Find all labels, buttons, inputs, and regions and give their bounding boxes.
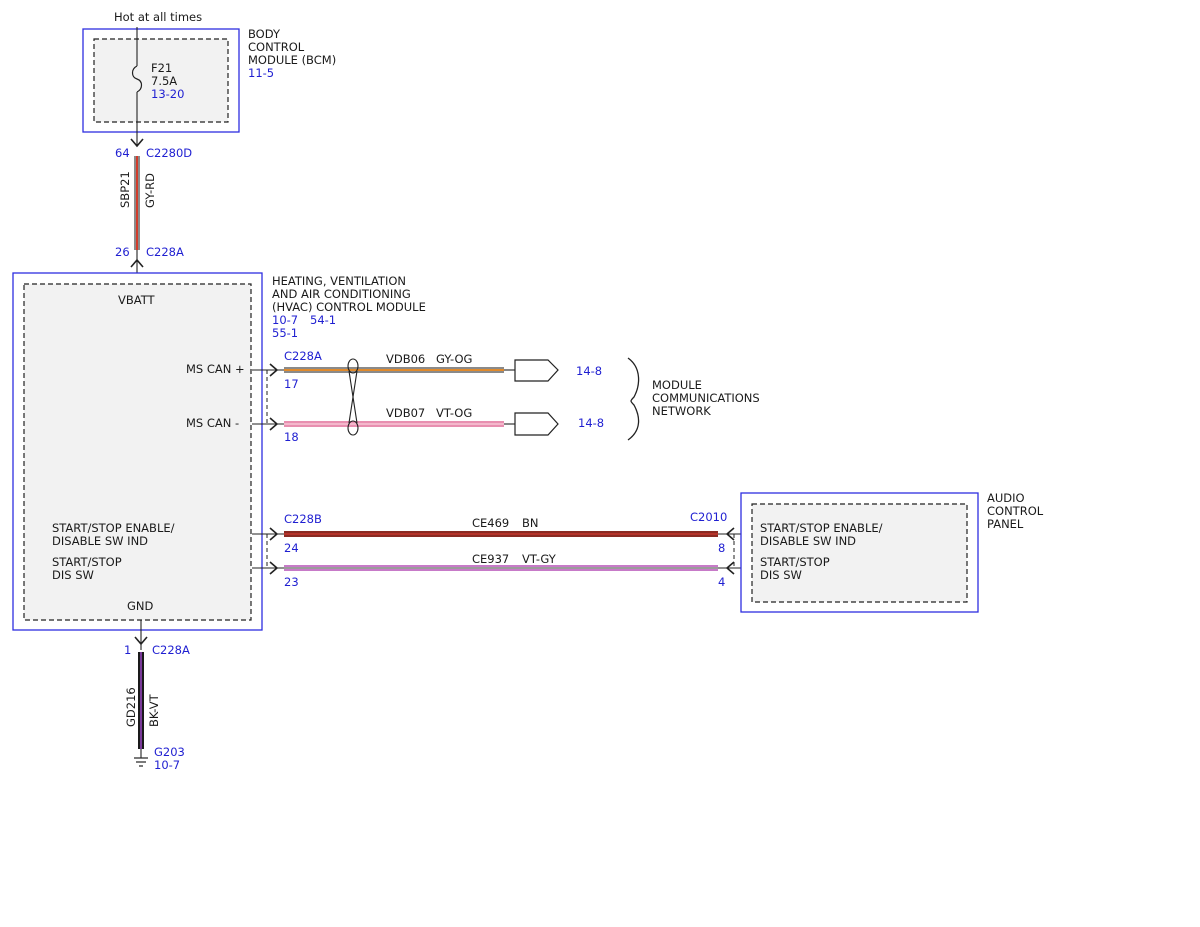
audio-name-line-1: AUDIO — [987, 491, 1025, 505]
wire-vdb06-stripe — [284, 369, 504, 371]
wire-sbp21-color: GY-RD — [143, 173, 157, 208]
bcm-pin: 64 — [115, 146, 130, 160]
audio-ss-enable-line-2: DISABLE SW IND — [760, 534, 856, 548]
wire-gd216-stripe — [140, 652, 142, 749]
hvac-ref-1[interactable]: 10-7 — [272, 313, 298, 327]
wire-vdb07-color: VT-OG — [436, 406, 472, 420]
hvac-ss-enable-line-2: DISABLE SW IND — [52, 534, 148, 548]
network-brace-icon — [627, 357, 640, 441]
hvac-ss-dis-line-2: DIS SW — [52, 568, 94, 582]
hvac-internal-box — [23, 283, 252, 621]
fuse-rating: 7.5A — [151, 74, 177, 88]
wire-vdb07-stripe — [284, 423, 504, 425]
audio-connector[interactable]: C2010 — [690, 510, 727, 524]
audio-name-line-2: CONTROL — [987, 504, 1044, 518]
can-minus-pin: 18 — [284, 430, 299, 444]
ground-ref[interactable]: 10-7 — [154, 758, 180, 772]
wire-vdb06-color: GY-OG — [436, 352, 472, 366]
hvac-ss-connector[interactable]: C228B — [284, 512, 322, 526]
audio-dis-arrow-icon — [725, 561, 735, 575]
network-name-line-2: COMMUNICATIONS — [652, 391, 760, 405]
wire-gd216-circuit: GD216 — [124, 687, 138, 727]
hvac-can-connector[interactable]: C228A — [284, 349, 322, 363]
network-name-line-1: MODULE — [652, 378, 702, 392]
connector-vdb06-flag-icon[interactable] — [514, 359, 559, 382]
wire-ce937-circuit: CE937 — [472, 552, 509, 566]
ss-enable-arrow-icon — [269, 527, 279, 541]
hvac-gnd-label: GND — [127, 599, 154, 613]
wire-vdb07-ref[interactable]: 14-8 — [578, 416, 604, 430]
wire-sbp21-stripe — [136, 156, 138, 250]
hvac-ref-3[interactable]: 55-1 — [272, 326, 298, 340]
audio-enable-pin: 8 — [718, 541, 725, 555]
hvac-ss-dis-line-1: START/STOP — [52, 555, 122, 569]
fuse-f21-icon[interactable] — [131, 65, 143, 93]
audio-name-line-3: PANEL — [987, 517, 1024, 531]
twisted-pair-bottom-icon — [347, 420, 359, 436]
audio-ss-enable-line-1: START/STOP ENABLE/ — [760, 521, 883, 535]
bcm-internal-box — [93, 38, 229, 123]
ss-dis-pin: 23 — [284, 575, 299, 589]
fuse-name: F21 — [151, 61, 172, 75]
audio-dis-pin: 4 — [718, 575, 725, 589]
bcm-connector[interactable]: C2280D — [146, 146, 192, 160]
wire-ce469-stripe — [284, 533, 718, 535]
hvac-ref-2[interactable]: 54-1 — [310, 313, 336, 327]
twisted-pair-top-icon — [347, 358, 359, 374]
connector-c228a-vbatt-arrow-icon — [130, 258, 144, 268]
bcm-name-line-3: MODULE (BCM) — [248, 53, 336, 67]
hvac-name-line-3: (HVAC) CONTROL MODULE — [272, 300, 426, 314]
audio-internal-box — [751, 503, 968, 603]
hvac-gnd-pin: 1 — [124, 643, 131, 657]
bcm-name-line-1: BODY — [248, 27, 281, 41]
twisted-pair-line-b — [348, 370, 358, 424]
bcm-name-line-2: CONTROL — [248, 40, 305, 54]
hvac-ms-can-minus-label: MS CAN - — [186, 416, 239, 430]
wire-ce937-stripe — [284, 567, 718, 569]
can-minus-arrow-icon — [269, 417, 279, 431]
ss-enable-pin: 24 — [284, 541, 299, 555]
hvac-vbatt-label: VBATT — [118, 293, 156, 307]
network-name-line-3: NETWORK — [652, 404, 711, 418]
hvac-name-line-1: HEATING, VENTILATION — [272, 274, 406, 288]
hvac-ss-enable-line-1: START/STOP ENABLE/ — [52, 521, 175, 535]
can-plus-arrow-icon — [269, 363, 279, 377]
wire-ce937-color: VT-GY — [522, 552, 557, 566]
power-label: Hot at all times — [114, 10, 202, 24]
audio-ss-dis-line-2: DIS SW — [760, 568, 802, 582]
bcm-ref[interactable]: 11-5 — [248, 66, 274, 80]
connector-vdb07-flag-icon[interactable] — [514, 412, 559, 436]
ss-dis-arrow-icon — [269, 561, 279, 575]
wire-vdb06-ref[interactable]: 14-8 — [576, 364, 602, 378]
connector-c2280d-arrow-icon — [130, 138, 144, 148]
hvac-vbatt-pin: 26 — [115, 245, 130, 259]
wire-vdb06-circuit: VDB06 — [386, 352, 425, 366]
can-plus-pin: 17 — [284, 377, 299, 391]
audio-enable-arrow-icon — [725, 527, 735, 541]
hvac-gnd-connector[interactable]: C228A — [152, 643, 190, 657]
connector-c228a-gnd-arrow-icon — [134, 636, 148, 646]
wire-gd216-color: BK-VT — [147, 693, 161, 727]
hvac-name-line-2: AND AIR CONDITIONING — [272, 287, 411, 301]
hvac-ms-can-plus-label: MS CAN + — [186, 362, 245, 376]
audio-ss-dis-line-1: START/STOP — [760, 555, 830, 569]
wire-ce469-color: BN — [522, 516, 539, 530]
wire-ce469-circuit: CE469 — [472, 516, 509, 530]
hvac-vbatt-connector[interactable]: C228A — [146, 245, 184, 259]
wire-sbp21-circuit: SBP21 — [118, 171, 132, 208]
fuse-ref[interactable]: 13-20 — [151, 87, 184, 101]
ground-name[interactable]: G203 — [154, 745, 185, 759]
wire-vdb07-circuit: VDB07 — [386, 406, 425, 420]
